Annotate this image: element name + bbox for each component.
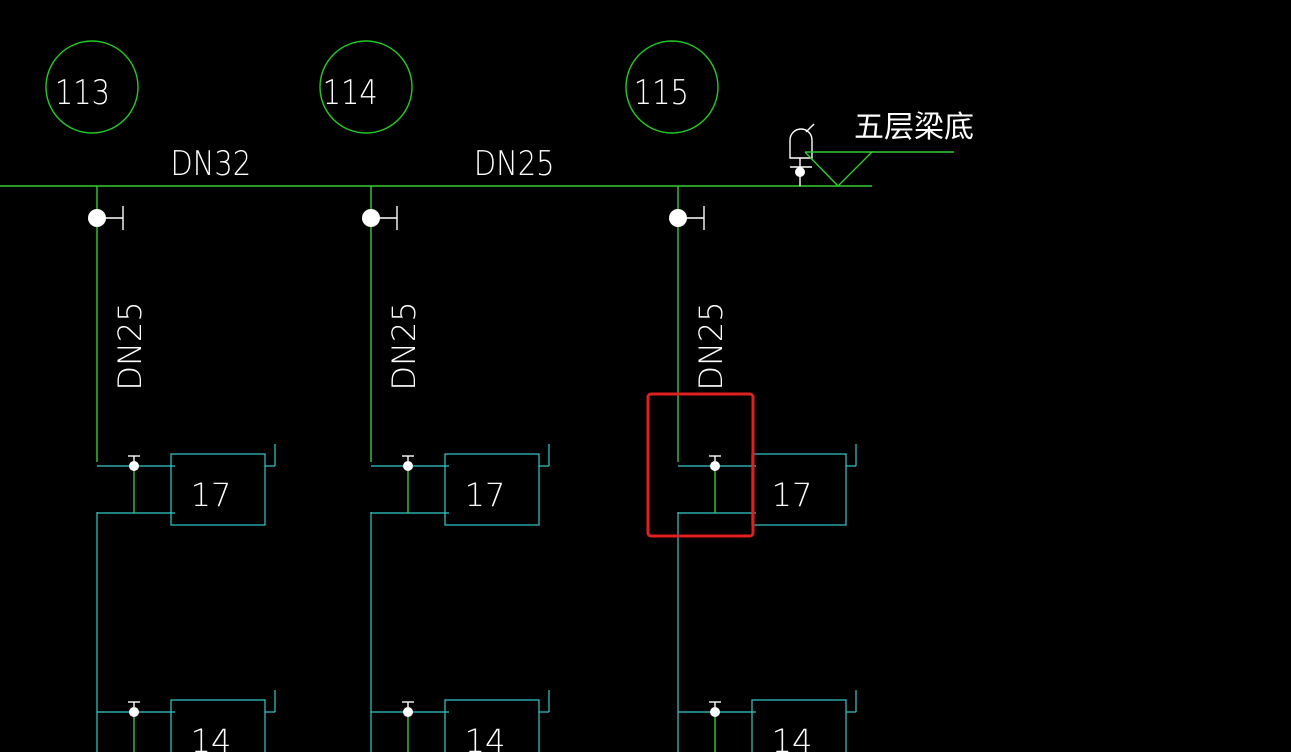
- fixture-box-upper[interactable]: 17: [751, 444, 857, 526]
- fixture-count: 17: [772, 476, 813, 514]
- room-tag-label: 113: [55, 74, 110, 113]
- fixture-count: 14: [191, 722, 232, 752]
- main-pipe-label-dn25: DN25: [474, 145, 555, 184]
- fixture-count: 17: [191, 476, 232, 514]
- main-pipe-label-dn32: DN32: [170, 145, 251, 184]
- riser-column[interactable]: DN25 17 14: [362, 186, 550, 752]
- fixture-box-lower[interactable]: 14: [444, 690, 550, 752]
- gate-valve-icon[interactable]: [362, 206, 398, 230]
- sprinkler-head-icon[interactable]: [128, 701, 140, 717]
- fixture-box-upper[interactable]: 17: [444, 444, 550, 526]
- room-tag-115[interactable]: 115: [625, 40, 719, 134]
- riser-column[interactable]: DN25 17 14: [88, 186, 276, 752]
- sprinkler-head-icon[interactable]: [128, 455, 140, 471]
- fixture-count: 14: [772, 722, 813, 752]
- sprinkler-head-icon[interactable]: [402, 701, 414, 717]
- gate-valve-icon[interactable]: [88, 206, 124, 230]
- riser-column[interactable]: DN25 17 14: [669, 186, 857, 752]
- fixture-box-upper[interactable]: 17: [170, 444, 276, 526]
- sprinkler-head-icon[interactable]: [709, 455, 721, 471]
- riser-label: DN25: [111, 301, 149, 390]
- gate-valve-icon[interactable]: [669, 206, 705, 230]
- room-tag-114[interactable]: 114: [319, 40, 413, 134]
- air-release-valve-icon[interactable]: [789, 123, 815, 186]
- fixture-box-lower[interactable]: 14: [751, 690, 857, 752]
- riser-label: DN25: [692, 301, 730, 390]
- fixture-count: 17: [465, 476, 506, 514]
- fixture-box-lower[interactable]: 14: [170, 690, 276, 752]
- sprinkler-head-icon[interactable]: [709, 701, 721, 717]
- room-tag-label: 114: [323, 74, 378, 113]
- highlight-box[interactable]: [646, 392, 755, 538]
- level-note: 五层梁底: [854, 110, 974, 145]
- fixture-count: 14: [465, 722, 506, 752]
- room-tag-label: 115: [634, 74, 689, 113]
- sprinkler-head-icon[interactable]: [402, 455, 414, 471]
- room-tag-113[interactable]: 113: [45, 40, 139, 134]
- riser-label: DN25: [385, 301, 423, 390]
- level-triangle-icon: [804, 151, 954, 187]
